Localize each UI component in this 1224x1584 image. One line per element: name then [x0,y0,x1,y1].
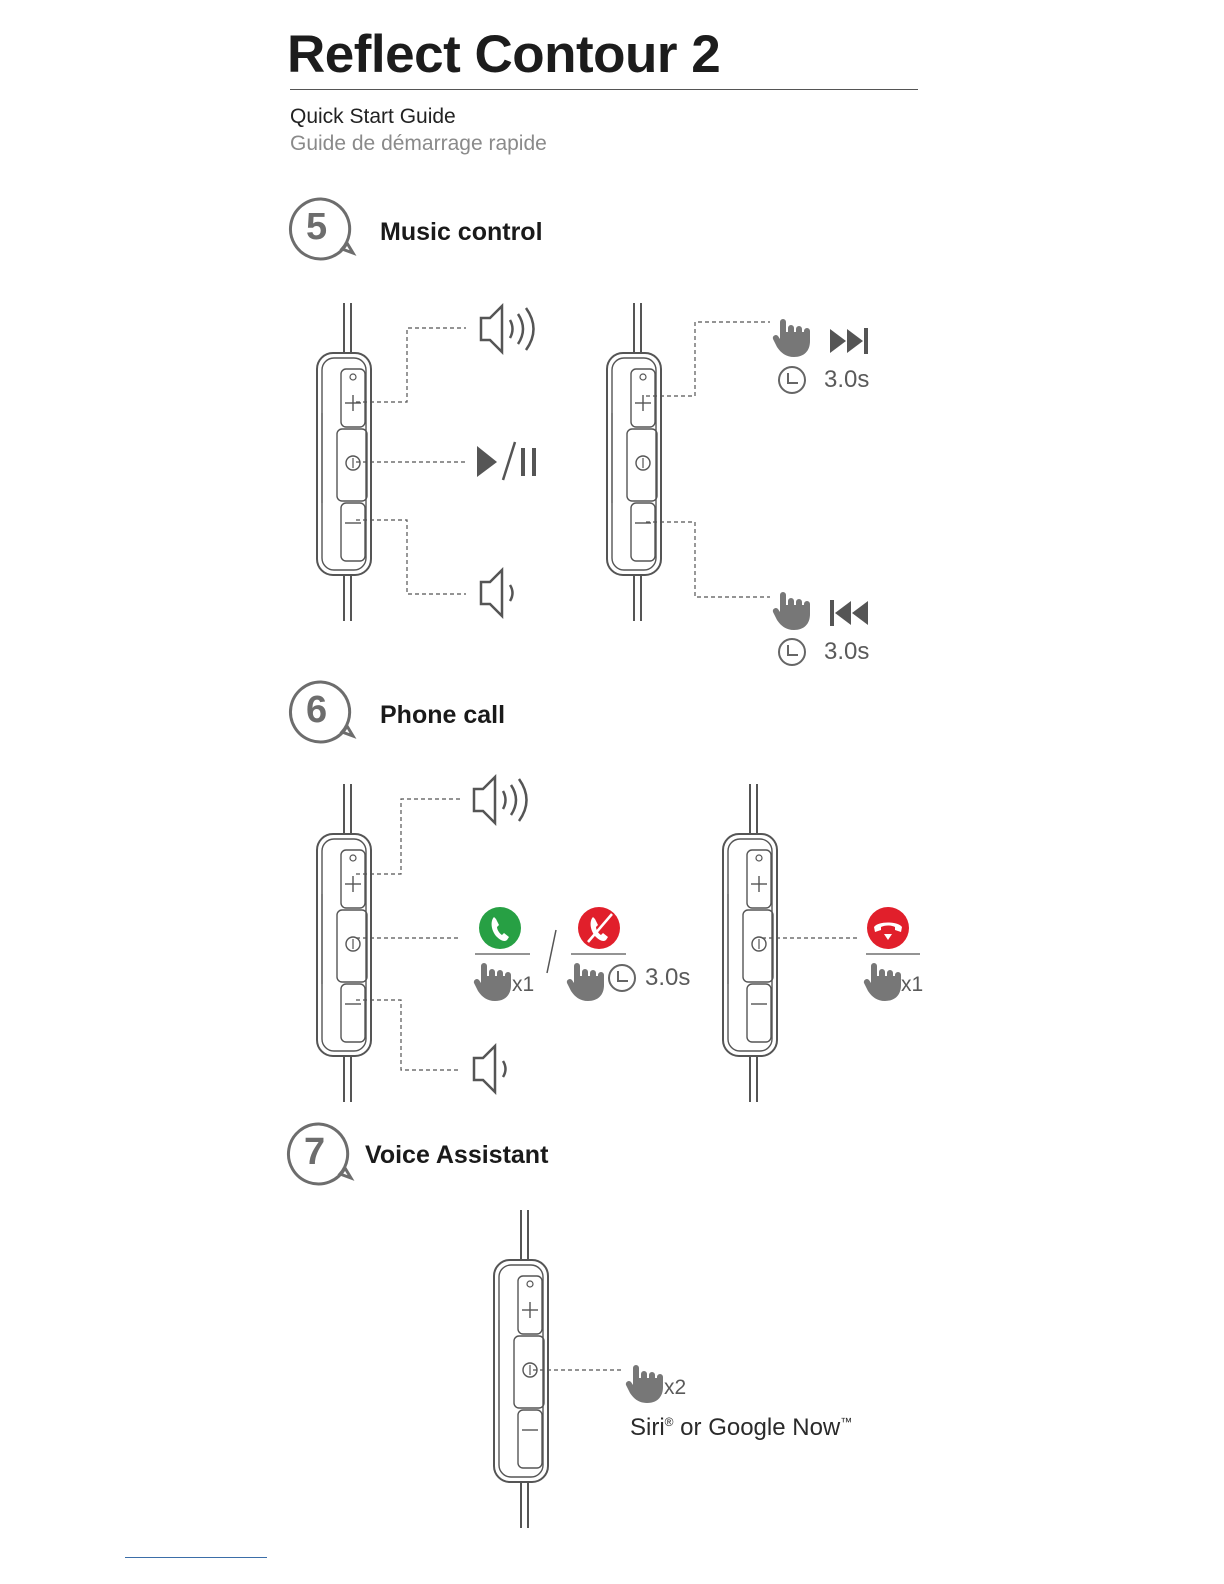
section-6-heading: Phone call [380,701,505,730]
music-remote-left [317,303,371,621]
end-press-count: x1 [901,973,923,997]
reject-hold-time: 3.0s [645,964,690,992]
next-track-hold-time: 3.0s [824,366,869,394]
siri-label: Siri [630,1414,665,1441]
volume-down-icon [481,570,513,616]
music-remote-right [607,303,661,621]
voice-assistant-label: Siri® or Google Now™ [630,1414,852,1442]
registered-mark: ® [665,1415,674,1429]
trademark-mark: ™ [840,1415,852,1429]
hand-press-icon [567,963,604,1001]
voice-press-count: x2 [664,1376,686,1400]
clock-icon [779,639,805,665]
footer-divider [125,1557,267,1558]
hand-press-icon [864,963,901,1001]
google-now-label: or Google Now [674,1414,841,1441]
volume-up-icon [474,777,527,823]
phone-remote-left [317,784,371,1102]
section-5-heading: Music control [380,218,543,247]
reject-call-icon [578,907,620,949]
clock-icon [609,965,635,991]
hand-press-icon [773,592,810,630]
music-leader-lines [356,322,770,597]
skip-previous-icon [830,600,868,626]
hand-press-icon [626,1365,663,1403]
hand-press-icon [474,963,511,1001]
section-7-number: 7 [304,1131,325,1174]
previous-track-hold-time: 3.0s [824,638,869,666]
end-call-icon [867,907,909,949]
clock-icon [779,367,805,393]
section-7-heading: Voice Assistant [365,1141,548,1170]
section-5-number: 5 [306,206,327,249]
hand-press-icon [773,319,810,357]
or-separator [547,930,556,973]
answer-press-count: x1 [512,973,534,997]
play-pause-icon [477,442,536,480]
volume-down-icon [474,1046,506,1092]
volume-up-icon [481,306,534,352]
answer-call-icon [479,907,521,949]
section-6-number: 6 [306,689,327,732]
voice-remote [494,1210,548,1528]
skip-next-icon [830,328,868,354]
phone-remote-right [723,784,777,1102]
